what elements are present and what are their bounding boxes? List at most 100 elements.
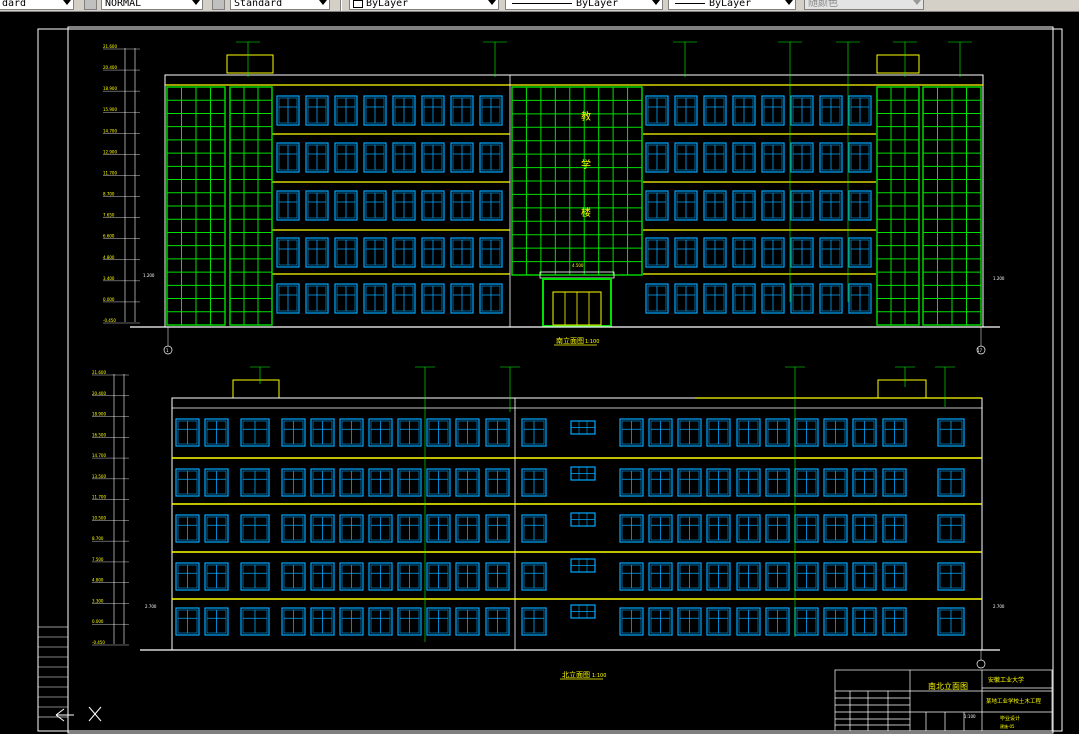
- lineweight-control-value: ByLayer: [709, 0, 752, 9]
- level-label: 15.900: [103, 107, 117, 112]
- window: [706, 514, 731, 543]
- window: [450, 95, 474, 126]
- level-label: 8.700: [103, 192, 115, 197]
- window: [363, 95, 387, 126]
- window: [305, 142, 329, 173]
- window: [455, 562, 480, 591]
- window: [485, 562, 510, 591]
- window: [937, 607, 965, 636]
- title-block-scale: 1:100: [964, 714, 976, 719]
- window: [648, 468, 673, 497]
- window: [455, 607, 480, 636]
- window: [852, 418, 877, 447]
- window: [761, 237, 785, 268]
- linetype-control-select[interactable]: ByLayer: [505, 0, 663, 10]
- window: [450, 190, 474, 221]
- window: [765, 607, 790, 636]
- stair-window: [570, 466, 596, 481]
- lineweight-control-select[interactable]: ByLayer: [668, 0, 796, 10]
- level-label: 6.600: [103, 234, 115, 239]
- window: [794, 418, 819, 447]
- window: [648, 562, 673, 591]
- dimension-style-icon[interactable]: [84, 0, 97, 10]
- text-style-select[interactable]: dard: [0, 0, 74, 10]
- level-label: 0.000: [103, 297, 115, 302]
- window: [204, 418, 229, 447]
- window: [848, 142, 872, 173]
- table-style-select[interactable]: Standard: [230, 0, 330, 10]
- chevron-down-icon: [652, 0, 660, 5]
- title-block: [834, 669, 1053, 732]
- window: [736, 468, 761, 497]
- chevron-down-icon: [319, 0, 327, 5]
- chevron-down-icon: [488, 0, 496, 5]
- curtain-wall-center: [511, 86, 643, 276]
- window: [648, 514, 673, 543]
- chevron-down-icon: [785, 0, 793, 5]
- plot-style-select[interactable]: 随颜色: [804, 0, 924, 10]
- level-label: 14.700: [103, 128, 117, 133]
- window: [450, 283, 474, 314]
- color-swatch-icon: [353, 0, 363, 8]
- drawing-canvas[interactable]: 教学楼4.50021.60020.40018.90015.90014.70012…: [0, 12, 1079, 734]
- window: [790, 190, 814, 221]
- window: [363, 237, 387, 268]
- window: [823, 418, 848, 447]
- roof-stair-box-right: [877, 379, 927, 399]
- window: [240, 418, 270, 447]
- south-elevation-scale: 1:100: [585, 339, 599, 345]
- stair-window: [570, 420, 596, 435]
- window: [619, 607, 644, 636]
- window: [455, 418, 480, 447]
- sheet-inner-frame: [67, 26, 1054, 734]
- binding-margin-table: [37, 626, 69, 718]
- roof-stair-box-right: [876, 54, 920, 74]
- window: [794, 607, 819, 636]
- axis-label-right: 17: [977, 348, 983, 353]
- window: [765, 562, 790, 591]
- window: [823, 607, 848, 636]
- window: [305, 237, 329, 268]
- curtain-wall-left: [229, 86, 273, 326]
- window: [204, 607, 229, 636]
- entrance-level-label: 4.500: [572, 263, 584, 268]
- window: [363, 142, 387, 173]
- window: [334, 142, 358, 173]
- window: [421, 190, 445, 221]
- window: [397, 514, 422, 543]
- north-left-level: 2.700: [145, 604, 157, 609]
- entrance-frame: [542, 278, 612, 327]
- window: [421, 283, 445, 314]
- window: [736, 418, 761, 447]
- window: [703, 95, 727, 126]
- window: [339, 418, 364, 447]
- window: [281, 562, 306, 591]
- window: [421, 95, 445, 126]
- window: [848, 237, 872, 268]
- table-style-icon[interactable]: [212, 0, 225, 10]
- window: [240, 562, 270, 591]
- window: [619, 468, 644, 497]
- window: [848, 190, 872, 221]
- axis-bubble-left: [163, 345, 173, 355]
- chevron-down-icon: [192, 0, 200, 5]
- window: [882, 418, 907, 447]
- window: [204, 468, 229, 497]
- window: [852, 607, 877, 636]
- color-control-select[interactable]: ByLayer: [349, 0, 499, 10]
- title-block-drawing-no: 建施-05: [1000, 723, 1015, 729]
- properties-toolbar: dard NORMAL Standard ByLayer ByLayer ByL…: [0, 0, 1079, 12]
- building-name-char: 教: [581, 110, 591, 123]
- window: [339, 607, 364, 636]
- window: [648, 607, 673, 636]
- window: [521, 607, 547, 636]
- title-block-project: 某地工业学校土木工程: [986, 697, 1042, 705]
- window: [732, 142, 756, 173]
- dimension-style-select[interactable]: NORMAL: [101, 0, 203, 10]
- level-label: 21.600: [92, 370, 106, 375]
- window: [645, 237, 669, 268]
- level-label: 21.600: [103, 44, 117, 49]
- window: [175, 514, 200, 543]
- window: [732, 283, 756, 314]
- window: [485, 418, 510, 447]
